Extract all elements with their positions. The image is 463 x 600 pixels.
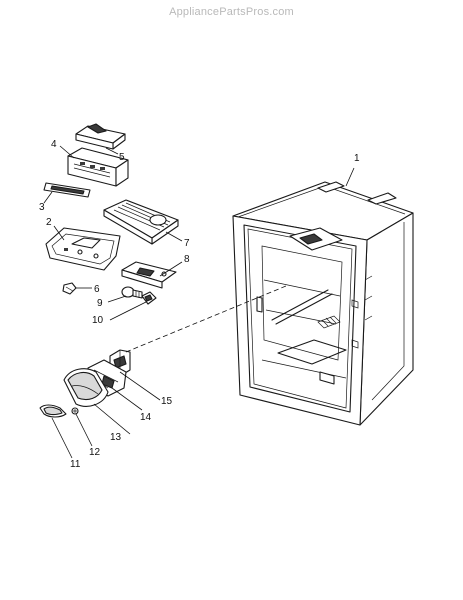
callout-3: 3	[39, 202, 45, 213]
part-7-light-shield	[103, 199, 179, 245]
part-5-control-cover	[75, 123, 126, 150]
part-2-light-housing	[45, 227, 121, 271]
part-12-screw	[71, 407, 79, 415]
callout-2: 2	[46, 217, 52, 228]
part-3-label	[43, 182, 91, 198]
callout-11: 11	[70, 459, 81, 470]
callout-6: 6	[94, 284, 100, 295]
part-4-control-board	[67, 147, 129, 187]
callout-14: 14	[140, 412, 152, 423]
callout-9: 9	[97, 298, 103, 309]
part-6-connector	[62, 282, 77, 295]
watermark-text: AppliancePartsPros.com	[169, 6, 294, 18]
part-11-badge	[39, 404, 67, 418]
callout-5: 5	[119, 152, 125, 163]
part-1-liner	[232, 181, 414, 426]
callout-13: 13	[110, 432, 122, 443]
callout-4: 4	[51, 139, 57, 150]
callout-8: 8	[184, 254, 190, 265]
callout-1: 1	[354, 153, 360, 164]
leader-lines	[43, 145, 355, 459]
callout-labels: 1 5 4 3 2 7 8 6 9 10 15 14 13 12 11	[39, 139, 360, 470]
callout-15: 15	[161, 396, 173, 407]
part-13-trim-bezel	[63, 368, 109, 407]
part-9-bulb	[121, 286, 143, 299]
callout-12: 12	[89, 447, 101, 458]
callout-7: 7	[184, 238, 190, 249]
callout-10: 10	[92, 315, 104, 326]
part-8-lamp-socket	[121, 261, 177, 289]
part-10-socket	[141, 291, 157, 305]
